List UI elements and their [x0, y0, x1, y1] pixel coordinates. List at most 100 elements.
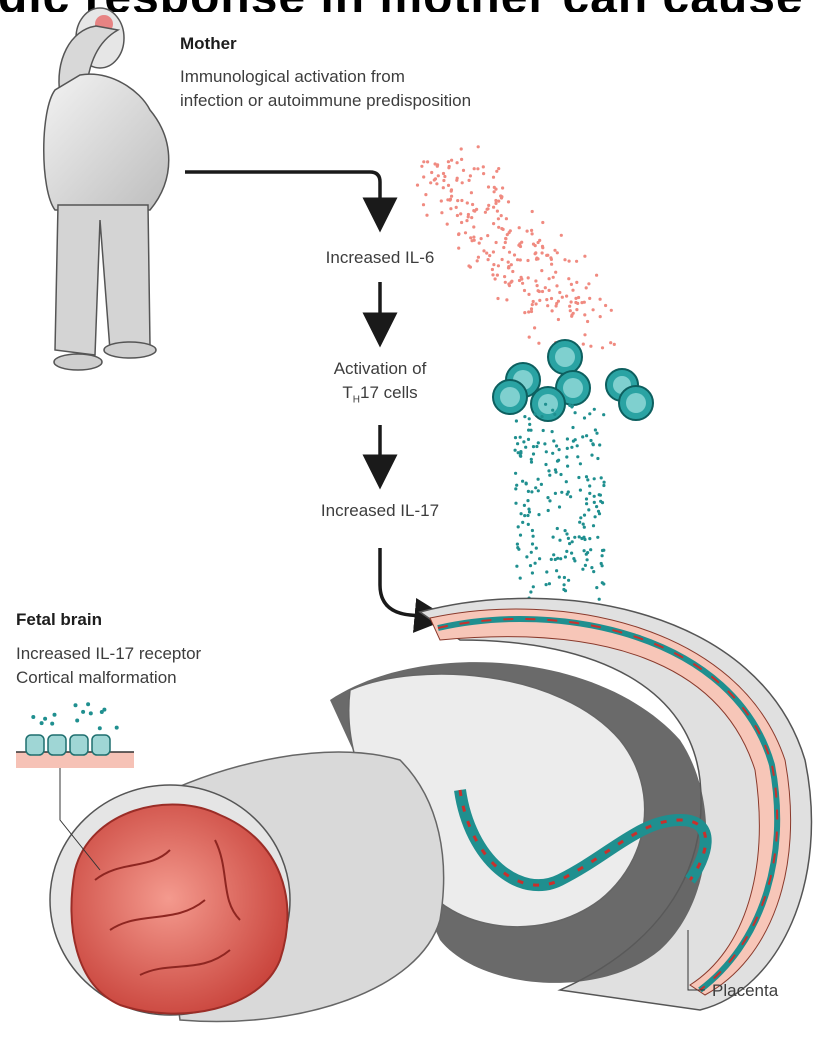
dot — [560, 234, 563, 237]
dot — [529, 564, 532, 567]
dot — [590, 454, 593, 457]
dot — [592, 308, 595, 311]
dot — [598, 493, 601, 496]
dot — [578, 521, 581, 524]
dot — [599, 315, 602, 318]
dot — [460, 221, 463, 224]
dot — [593, 495, 596, 498]
dot — [554, 492, 557, 495]
dot — [447, 160, 450, 163]
dot — [520, 512, 523, 515]
dot — [492, 250, 495, 253]
dot — [516, 258, 519, 261]
dot — [563, 258, 566, 261]
dot — [442, 172, 445, 175]
dot — [593, 477, 596, 480]
dot — [589, 439, 592, 442]
dot — [523, 415, 526, 418]
dot — [516, 543, 519, 546]
dot — [568, 260, 571, 263]
dot — [586, 320, 589, 323]
dot — [491, 268, 494, 271]
dot — [557, 318, 560, 321]
dot — [581, 568, 584, 571]
dot — [525, 482, 528, 485]
dot — [588, 537, 591, 540]
dot — [527, 490, 530, 493]
dot — [420, 165, 423, 168]
dot — [583, 526, 586, 529]
dot — [541, 251, 544, 254]
dot — [570, 313, 573, 316]
dot — [545, 570, 548, 573]
dot — [434, 162, 437, 165]
dot — [425, 214, 428, 217]
dot — [504, 281, 507, 284]
dot — [534, 486, 537, 489]
dot — [531, 232, 534, 235]
dot — [461, 181, 464, 184]
dot — [556, 460, 559, 463]
dot — [570, 405, 573, 408]
dot — [527, 438, 530, 441]
dot — [528, 423, 531, 426]
dot — [422, 203, 425, 206]
dot — [527, 508, 530, 511]
dot — [519, 258, 522, 261]
dot — [551, 452, 554, 455]
dot — [508, 251, 511, 254]
dot — [526, 230, 529, 233]
dot — [537, 441, 540, 444]
dot — [585, 434, 588, 437]
dot — [514, 436, 517, 439]
dot — [497, 226, 500, 229]
dot — [604, 304, 607, 307]
dot — [565, 480, 568, 483]
dot — [519, 577, 522, 580]
dot — [523, 311, 526, 314]
dot — [551, 409, 554, 412]
dot — [575, 260, 578, 263]
dot — [482, 172, 485, 175]
dot — [542, 429, 545, 432]
dot — [570, 283, 573, 286]
dot — [460, 147, 463, 150]
dot — [550, 558, 553, 561]
dot — [554, 271, 557, 274]
dot — [531, 571, 534, 574]
dot — [532, 535, 535, 538]
dot — [526, 499, 529, 502]
dot — [443, 175, 446, 178]
dot — [493, 190, 496, 193]
dot — [477, 256, 480, 259]
dot — [519, 245, 522, 248]
step-activation-1: Activation of — [300, 358, 460, 380]
dot — [540, 483, 543, 486]
dot — [588, 412, 591, 415]
dot — [592, 443, 595, 446]
dot — [513, 253, 516, 256]
dot — [31, 715, 35, 719]
dot — [530, 458, 533, 461]
dot — [599, 298, 602, 301]
dot — [534, 252, 537, 255]
dot — [547, 509, 550, 512]
dot — [574, 438, 577, 441]
dot — [455, 179, 458, 182]
dot — [566, 437, 569, 440]
dot — [494, 277, 497, 280]
dot — [534, 562, 537, 565]
dot — [515, 419, 518, 422]
dot — [544, 403, 547, 406]
dot — [509, 229, 512, 232]
dot — [548, 289, 551, 292]
dot — [537, 513, 540, 516]
dot — [583, 333, 586, 336]
dot — [466, 201, 469, 204]
dot — [467, 215, 470, 218]
dot — [527, 310, 530, 313]
dot — [467, 264, 470, 267]
dot — [563, 576, 566, 579]
dot — [570, 446, 573, 449]
dot — [543, 442, 546, 445]
